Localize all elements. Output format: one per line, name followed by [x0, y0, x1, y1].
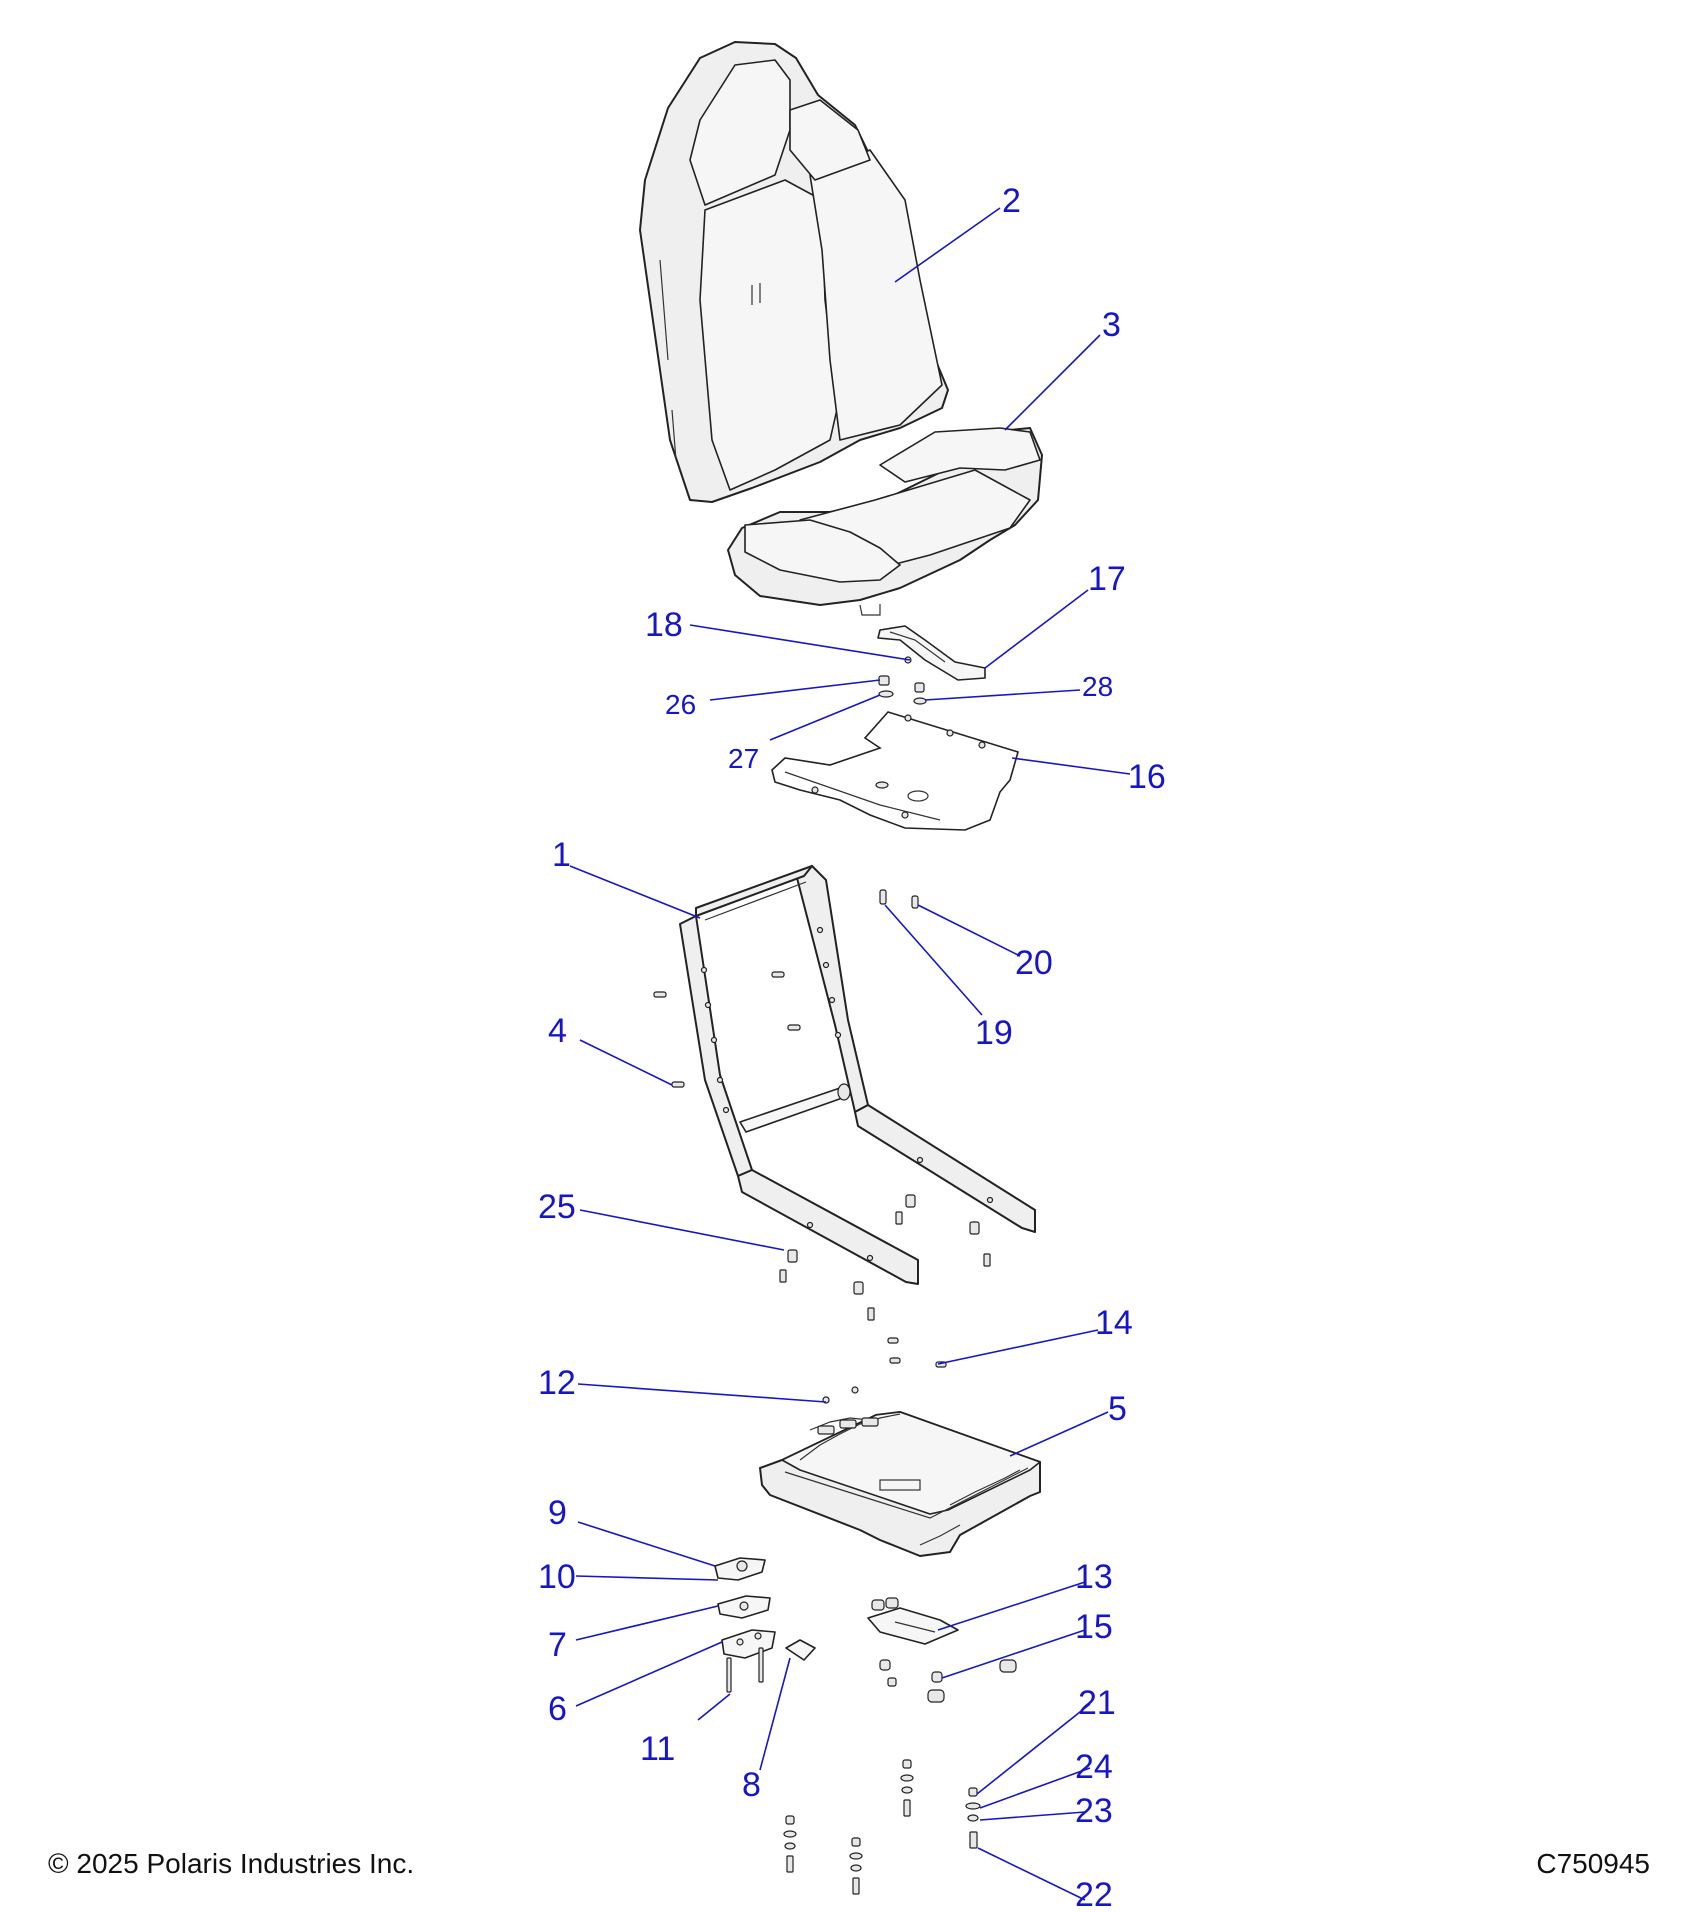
- callout-5: 5: [1108, 1390, 1127, 1428]
- callout-24: 24: [1075, 1748, 1113, 1786]
- callout-28: 28: [1082, 671, 1113, 702]
- callout-4: 4: [548, 1012, 567, 1050]
- callout-22: 22: [1075, 1876, 1113, 1912]
- callout-2: 2: [1002, 182, 1021, 220]
- callout-21: 21: [1078, 1684, 1116, 1722]
- seat-frame-part: [679, 865, 1036, 1285]
- callout-25: 25: [538, 1188, 576, 1226]
- lower-bracket-group: [714, 1557, 959, 1661]
- callout-labels: 2 3 17 18 26 28 27 16 1 20 19 4 25 14 12…: [538, 182, 1166, 1912]
- callout-26: 26: [665, 689, 696, 720]
- seat-bottom-part: [727, 427, 1043, 616]
- nut-washer-group: [878, 675, 927, 705]
- drawing-number: C750945: [1536, 1848, 1650, 1879]
- callout-18: 18: [645, 606, 683, 644]
- callout-20: 20: [1015, 944, 1053, 982]
- callout-27: 27: [728, 743, 759, 774]
- callout-6: 6: [548, 1690, 567, 1728]
- callout-8: 8: [742, 1766, 761, 1804]
- callout-17: 17: [1088, 560, 1126, 598]
- seat-bracket-part: [877, 625, 986, 681]
- bolt-hardware-group: [653, 889, 991, 1404]
- callout-13: 13: [1075, 1558, 1113, 1596]
- leader-lines: [569, 207, 1131, 1901]
- callout-3: 3: [1102, 306, 1121, 344]
- mounting-plate-part: [771, 711, 1019, 831]
- callout-19: 19: [975, 1014, 1013, 1052]
- callout-7: 7: [548, 1626, 567, 1664]
- callout-11: 11: [640, 1730, 675, 1768]
- callout-15: 15: [1075, 1608, 1113, 1646]
- callout-10: 10: [538, 1558, 576, 1596]
- seat-slider-base-part: [759, 1411, 1041, 1557]
- callout-9: 9: [548, 1494, 567, 1532]
- callout-14: 14: [1095, 1304, 1133, 1342]
- callout-12: 12: [538, 1364, 576, 1402]
- callout-16: 16: [1128, 758, 1166, 796]
- lower-hardware-group: [726, 1396, 1017, 1895]
- copyright-notice: © 2025 Polaris Industries Inc.: [48, 1848, 415, 1879]
- seat-back-part: [639, 41, 949, 503]
- callout-23: 23: [1075, 1792, 1113, 1830]
- callout-1: 1: [552, 836, 571, 874]
